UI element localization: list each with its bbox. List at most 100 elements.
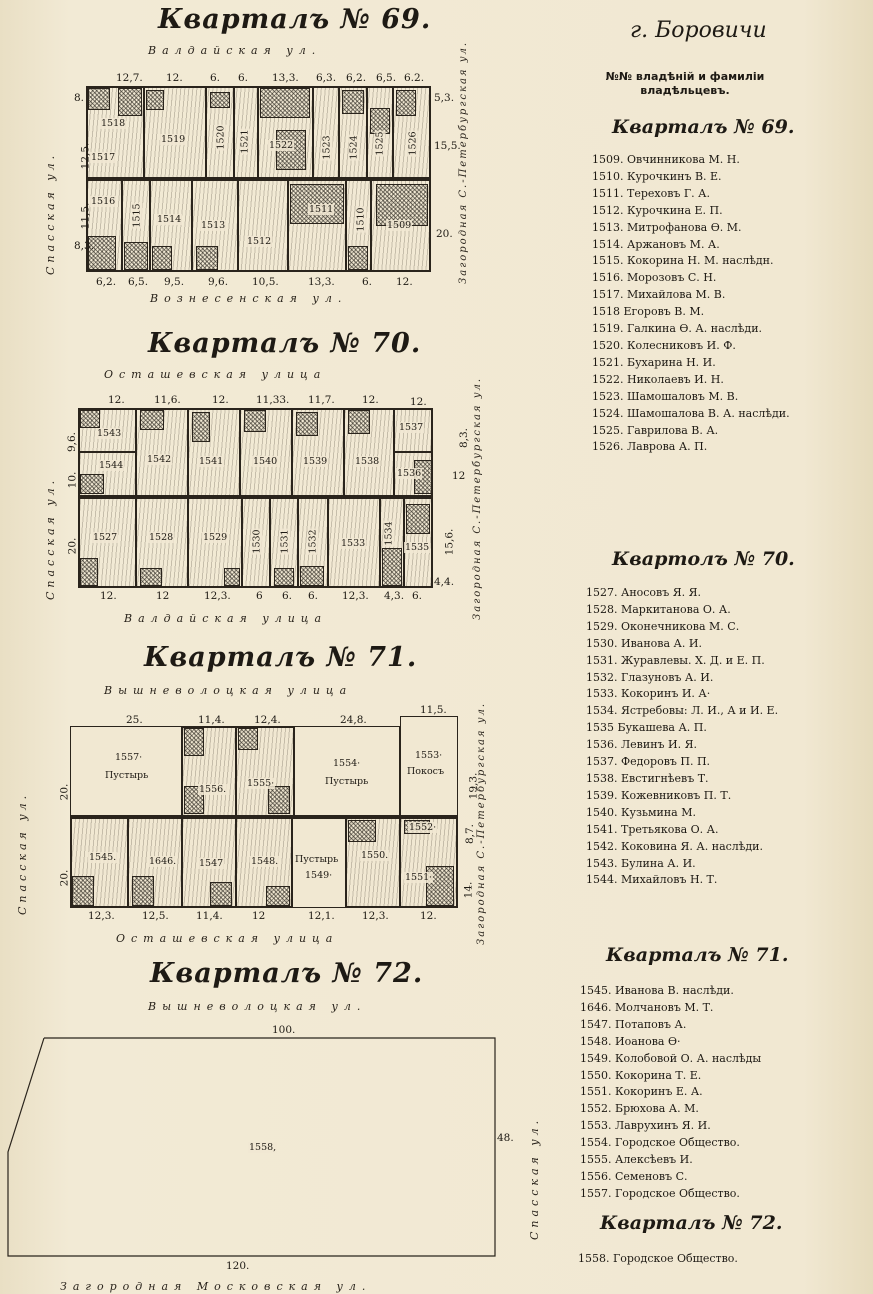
- owner-entry: 1551. Кокоринъ Е. А.: [580, 1085, 703, 1099]
- q71-dim: 11,4.: [198, 714, 225, 726]
- q69-dim: 6.: [238, 72, 249, 84]
- owner-entry: 1550. Кокорина Т. Е.: [580, 1068, 702, 1082]
- owner-entry: 1646. Молчановъ М. Т.: [580, 1000, 714, 1014]
- owner-entry: 1536. Левинъ И. Я.: [586, 738, 697, 752]
- q72-street-right: Спасская ул.: [528, 1116, 541, 1240]
- q70-dim: 9,6.: [66, 431, 79, 453]
- q69-lot: 1519: [160, 134, 187, 145]
- q72-street-top: Вышневолоцкая ул.: [148, 1000, 367, 1013]
- owner-entry: 1535 Букашева А. П.: [586, 721, 707, 735]
- q70-dim: 6.: [282, 590, 293, 602]
- q70-dim: 6.: [412, 590, 423, 602]
- owner-entry: 1526. Лаврова А. П.: [592, 440, 708, 454]
- owner-entry: 1537. Федоровъ П. П.: [586, 755, 711, 769]
- q71-lot: 1556.: [198, 784, 228, 795]
- city-title: г. Боровичи: [630, 18, 767, 43]
- q69-lot: 1526: [407, 130, 419, 157]
- q69-dim: 9,6.: [208, 276, 229, 288]
- q70-dim: 12.: [212, 394, 229, 406]
- q71-lot: 1555·: [246, 778, 276, 789]
- q69-dim: 6,3.: [316, 72, 337, 84]
- owner-entry: 1531. Журавлевы. Х. Д. и Е. П.: [586, 653, 765, 667]
- q69-dim: 9,5.: [164, 276, 185, 288]
- q70-dim: 12,3.: [342, 590, 369, 602]
- owner-entry: 1530. Иванова А. И.: [586, 636, 702, 650]
- owner-entry: 1532. Глазуновъ А. И.: [586, 670, 714, 684]
- q69-lot: 1521: [239, 128, 251, 155]
- q71-dim: 12: [252, 910, 266, 922]
- q69-lot: 1517: [90, 152, 117, 163]
- q69-dim: 11,5.: [79, 202, 92, 230]
- q69-dim: 8.: [74, 92, 85, 104]
- q71-dim: 11,5.: [420, 704, 447, 716]
- owner-entry: 1516. Морозовъ С. Н.: [592, 271, 717, 285]
- q69-dim: 15,5.: [434, 140, 461, 152]
- q71-lot: 1551·: [404, 872, 434, 883]
- owners-q69-list: 1509. Овчинникова М. Н.1510. Курочкинъ В…: [592, 152, 790, 456]
- q70-lot: 1541: [198, 456, 225, 467]
- q71-lot: 1550.: [360, 850, 390, 861]
- owner-entry: 1527. Аносовъ Я. Я.: [586, 586, 702, 599]
- owner-entry: 1528. Маркитанова О. А.: [586, 602, 731, 616]
- q69-lot: 1520: [215, 124, 227, 151]
- q69-dim: 6,2.: [346, 72, 367, 84]
- q71-lot: 1557·: [114, 752, 144, 763]
- owner-entry: 1555. Алексѣевъ И.: [580, 1153, 693, 1167]
- q69-lot: 1518: [100, 118, 127, 129]
- owner-entry: 1556. Семеновъ С.: [580, 1169, 688, 1183]
- q70-dim: 11,7.: [308, 394, 335, 406]
- owner-entry: 1521. Бухарина Н. И.: [592, 355, 716, 369]
- q69-dim: 5,3.: [434, 92, 455, 104]
- q70-dim: 11,33.: [256, 394, 290, 406]
- q69-dim: 13,3.: [308, 276, 335, 288]
- q72-outline: [7, 1037, 496, 1257]
- q69-dim: 6.: [362, 276, 373, 288]
- q71-title: Кварталъ № 71.: [144, 642, 418, 673]
- q70-lot: 1538: [354, 456, 381, 467]
- q71-block: 1557· Пустырь 1556. 1555· 1554· Пустырь …: [70, 716, 458, 908]
- q70-street-left: Спасская ул.: [44, 476, 57, 600]
- owner-entry: 1558. Городское Общество.: [578, 1252, 738, 1265]
- owner-entry: 1554. Городское Общество.: [580, 1136, 740, 1150]
- q71-street-right: Загородная С.-Петербургская ул.: [476, 701, 487, 945]
- q70-dim: 6: [256, 590, 263, 602]
- owner-entry: 1545. Иванова В. наслѣди.: [580, 984, 734, 997]
- q70-title: Кварталъ № 70.: [148, 328, 422, 359]
- owner-entry: 1519. Галкина Ѳ. А. наслѣди.: [592, 322, 763, 336]
- q71-lot: 1549·: [304, 870, 334, 881]
- q69-lot: 1509: [386, 220, 413, 231]
- owner-entry: 1548. Иоанова Ѳ·: [580, 1034, 681, 1048]
- owner-entry: 1549. Колобовой О. А. наслѣды: [580, 1051, 762, 1065]
- q70-lot: 1536: [396, 468, 423, 479]
- owner-entry: 1534. Ястребовы: Л. И., А и И. Е.: [586, 704, 779, 718]
- owner-entry: 1509. Овчинникова М. Н.: [592, 153, 740, 166]
- q71-dim: 12,1.: [308, 910, 335, 922]
- q71-lot: Пустырь: [294, 854, 340, 865]
- owner-entry: 1543. Булина А. И.: [586, 856, 696, 870]
- q70-street-right: Загородная С.-Петербургская ул.: [472, 376, 483, 620]
- q71-dim: 12,4.: [254, 714, 281, 726]
- q69-street-bottom: Вознесенская ул.: [150, 292, 348, 305]
- owners-q70-list: 1527. Аносовъ Я. Я. 1528. Маркитанова О. …: [586, 585, 778, 889]
- owner-entry: 1544. Михайловъ Н. Т.: [586, 873, 718, 887]
- q72-dim-top: 100.: [272, 1024, 296, 1036]
- q70-street-top: Осташевская улица: [104, 368, 327, 381]
- q71-lot: 1545.: [88, 852, 118, 863]
- q70-lot: 1535: [404, 542, 431, 553]
- q70-block: 1543 1544 1542 1541 1540 1539 1538 1537 …: [78, 408, 433, 588]
- q72-title: Кварталъ № 72.: [150, 958, 424, 989]
- q71-lot: 1554·: [332, 758, 362, 769]
- q69-dim: 6.2.: [404, 72, 425, 84]
- q71-street-bottom: Осташевская улица: [116, 932, 339, 945]
- q71-dim: 12.: [420, 910, 437, 922]
- owner-entry: 1518 Егоровъ В. М.: [592, 305, 705, 319]
- q70-dim: 15,6.: [443, 528, 456, 556]
- q71-lot: 1547: [198, 858, 225, 869]
- q69-street-top: Валдайская ул.: [148, 44, 322, 57]
- q71-dim: 14.: [462, 881, 475, 899]
- q71-dim: 12,3.: [362, 910, 389, 922]
- owner-entry: 1540. Кузьмина М.: [586, 805, 696, 819]
- q69-dim: 12,7.: [116, 72, 143, 84]
- q70-lot: 1528: [148, 532, 175, 543]
- q70-lot: 1532: [307, 528, 319, 555]
